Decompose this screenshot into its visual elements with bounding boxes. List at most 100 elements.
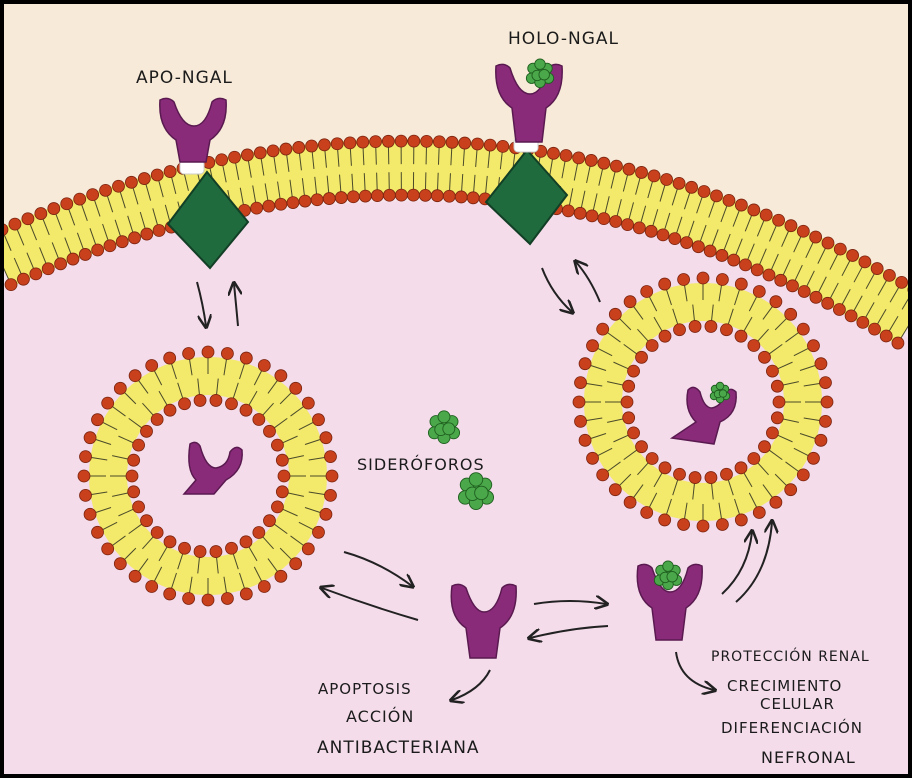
lipid-head: [263, 425, 275, 437]
lipid-head: [857, 316, 869, 328]
lipid-head: [705, 472, 717, 484]
lipid-head: [299, 195, 311, 207]
lipid-head: [164, 352, 176, 364]
label-diferenciacion: DIFERENCIACIÓN: [721, 719, 863, 737]
siderophore-bead: [716, 382, 724, 390]
lipid-head: [869, 323, 881, 335]
lipid-head: [623, 412, 635, 424]
lipid-head: [587, 340, 599, 352]
lipid-head: [773, 396, 785, 408]
lipid-head: [648, 170, 660, 182]
lipid-head: [748, 340, 760, 352]
lipid-head: [153, 224, 165, 236]
lipid-head: [263, 200, 275, 212]
lipid-head: [229, 151, 241, 163]
lipid-head: [641, 506, 653, 518]
lipid-head: [324, 451, 336, 463]
lipid-head: [271, 501, 283, 513]
lipid-head: [657, 229, 669, 241]
lipid-head: [610, 160, 622, 172]
lipid-head: [807, 340, 819, 352]
lipid-head: [636, 166, 648, 178]
lipid-head: [293, 141, 305, 153]
lipid-head: [598, 213, 610, 225]
lipid-head: [797, 323, 809, 335]
lipid-head: [775, 274, 787, 286]
lipid-head: [880, 330, 892, 342]
lipid-head: [407, 189, 419, 201]
siderophore-bead: [438, 411, 450, 423]
lipid-head: [834, 243, 846, 255]
lipid-head: [129, 370, 141, 382]
lipid-head: [92, 244, 104, 256]
lipid-head: [459, 137, 471, 149]
lipid-head: [697, 520, 709, 532]
lipid-head: [335, 192, 347, 204]
lipid-head: [275, 570, 287, 582]
lipid-head: [443, 190, 455, 202]
lipid-head: [624, 496, 636, 508]
lipid-head: [597, 469, 609, 481]
lipid-head: [151, 414, 163, 426]
lipid-head: [114, 382, 126, 394]
label-nefronal: NEFRONAL: [761, 748, 856, 767]
lipid-head: [347, 191, 359, 203]
lipid-head: [74, 193, 86, 205]
lipid-head: [141, 425, 153, 437]
lipid-head: [871, 263, 883, 275]
lipid-head: [225, 542, 237, 554]
lipid-head: [819, 377, 831, 389]
lipid-head: [129, 232, 141, 244]
lipid-head: [636, 351, 648, 363]
lipid-head: [126, 470, 138, 482]
lipid-head: [720, 468, 732, 480]
lipid-head: [311, 194, 323, 206]
lipid-head: [766, 427, 778, 439]
lipid-head: [609, 484, 621, 496]
lipid-head: [807, 452, 819, 464]
lipid-head: [821, 396, 833, 408]
lipid-head: [623, 380, 635, 392]
lipid-head: [822, 237, 834, 249]
lipid-head: [785, 484, 797, 496]
lipid-head: [318, 139, 330, 151]
lipid-head: [770, 496, 782, 508]
lipid-head: [598, 157, 610, 169]
lipid-head: [194, 394, 206, 406]
lipid-head: [574, 207, 586, 219]
lipid-head: [673, 177, 685, 189]
lipid-head: [723, 194, 735, 206]
lipid-head: [253, 414, 265, 426]
lipid-head: [79, 248, 91, 260]
lipid-head: [484, 139, 496, 151]
lipid-head: [164, 404, 176, 416]
label-holo-ngal: HOLO-NGAL: [508, 29, 619, 49]
label-sideroforos: SIDERÓFOROS: [357, 455, 485, 474]
lipid-head: [735, 199, 747, 211]
lipid-head: [763, 269, 775, 281]
lipid-head: [797, 469, 809, 481]
lipid-head: [815, 358, 827, 370]
lipid-head: [610, 216, 622, 228]
lipid-head: [104, 240, 116, 252]
lipid-head: [183, 592, 195, 604]
lipid-head: [102, 397, 114, 409]
lipid-head: [810, 231, 822, 243]
lipid-head: [674, 324, 686, 336]
lipid-head: [151, 169, 163, 181]
lipid-head: [786, 280, 798, 292]
lipid-head: [575, 377, 587, 389]
lipid-head: [141, 515, 153, 527]
lipid-head: [659, 462, 671, 474]
lipid-head: [845, 310, 857, 322]
lipid-head: [320, 432, 332, 444]
lipid-tail: [438, 147, 439, 165]
label-apo-ngal: APO-NGAL: [136, 68, 233, 88]
lipid-head: [84, 508, 96, 520]
lipid-head: [798, 285, 810, 297]
lipid-head: [194, 546, 206, 558]
lipid-head: [92, 526, 104, 538]
lipid-head: [758, 441, 770, 453]
lipid-head: [276, 486, 288, 498]
lipid-head: [758, 351, 770, 363]
